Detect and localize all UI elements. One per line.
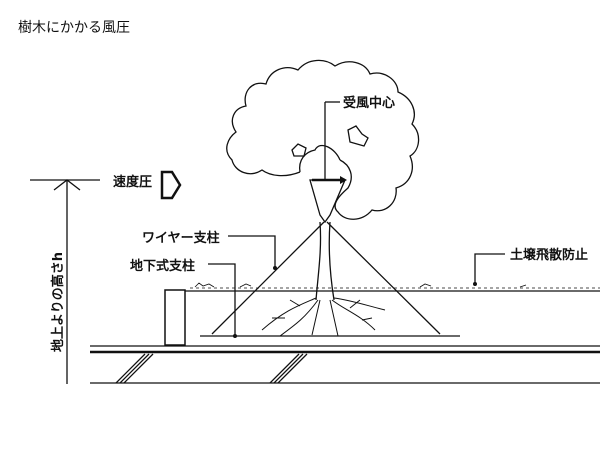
wire-support-label: ワイヤー支柱 <box>142 230 220 246</box>
velocity-pressure-label: 速度圧 <box>113 174 152 190</box>
soil-scatter-prevention-label: 土壌飛散防止 <box>510 247 588 263</box>
wind-center-label: 受風中心 <box>343 95 395 111</box>
diagram-title: 樹木にかかる風圧 <box>18 20 130 36</box>
height-arrow <box>30 179 100 384</box>
foundation-base <box>90 345 600 384</box>
tree-canopy <box>226 59 420 220</box>
height-label: 地上よりの高さh <box>50 252 66 352</box>
wire-support <box>211 221 441 335</box>
underground-support-label: 地下式支柱 <box>130 258 195 274</box>
wind-arrow-icon <box>160 170 182 200</box>
tree-roots <box>261 297 386 337</box>
tree-trunk <box>309 176 347 301</box>
curb-block <box>164 289 186 346</box>
ground-surface <box>164 282 600 346</box>
